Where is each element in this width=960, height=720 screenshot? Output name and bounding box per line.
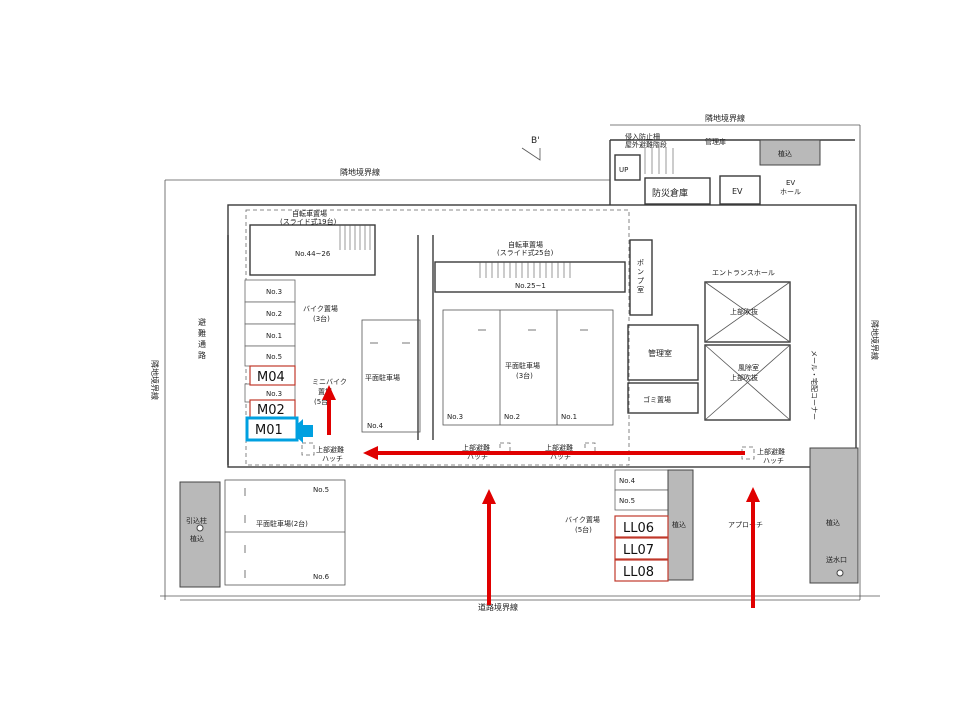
stair-hatch: [644, 148, 674, 174]
upper-void-label: 上部吹抜: [730, 307, 758, 316]
road-boundary: 道路境界線: [478, 602, 518, 612]
marker-ll07-label: LL07: [623, 543, 654, 558]
pump-room-label: ポンプ室: [637, 259, 644, 294]
parking-bottom-slot-6: No.6: [313, 573, 330, 581]
hatch-mid2-label: 上部避難ハッチ: [545, 443, 573, 461]
building-outline: [227, 139, 857, 468]
planting-top: [759, 139, 821, 166]
ev-label: EV: [732, 187, 743, 196]
flat-parking-bottom-label: 平面駐車場(2台): [256, 519, 308, 528]
hatch-right-label: 上部避難ハッチ: [757, 447, 785, 465]
garbage-label: ゴミ置場: [643, 395, 671, 404]
parking-slot-center-1: No.1: [561, 413, 577, 421]
neighbor-boundary-left: 隣地境界線: [150, 360, 160, 400]
flat-parking-center: 平面駐車場(3台) No.3 No.2 No.1: [442, 309, 614, 426]
flat-parking-center-label: 平面駐車場(3台): [505, 361, 540, 380]
entrance-hall-label: エントランスホール: [712, 269, 775, 277]
entrance-hall: エントランスホール 上部吹抜 風除室上部吹抜 メール・宅配コーナー: [704, 269, 819, 421]
water-inlet-icon: [836, 569, 844, 577]
mini-bike-slot-5: No.5: [266, 353, 282, 361]
arrowhead-up-center: [482, 489, 496, 504]
flat-parking-left-label: 平面駐車場: [365, 373, 400, 382]
marker-ll08-label: LL08: [623, 565, 654, 580]
bike-parking-left-label: バイク置場(3台): [303, 304, 338, 323]
stairs-label: 侵入防止柵屋外避難階段: [625, 132, 667, 149]
bike-parking-bottom-label: バイク置場(5台): [565, 515, 600, 534]
bicycle-parking-center: 自転車置場(スライド式25台) No.25~1: [434, 240, 626, 293]
management-room-label: 管理室: [648, 348, 672, 358]
marker-m02-label: M02: [257, 403, 285, 418]
bicycle-rack-hatch: [339, 225, 371, 250]
section-mark: B': [531, 136, 540, 146]
mini-bike-slot-3: No.3: [266, 390, 282, 398]
planting-bottom-label-2: 植込: [826, 518, 840, 527]
bicycle-center-range: No.25~1: [515, 282, 546, 290]
flat-parking-bottom: 平面駐車場(2台) No.5 No.6: [224, 479, 346, 586]
route-arrows: [322, 385, 760, 608]
service-rooms: ポンプ室 管理室 ゴミ置場: [627, 239, 699, 414]
arrowhead-left-main: [363, 446, 378, 460]
marker-ll06[interactable]: LL06: [614, 515, 669, 538]
planting-bottom-right: [809, 447, 859, 584]
bike-slot-1: No.1: [266, 332, 282, 340]
marker-m01[interactable]: M01: [245, 416, 299, 442]
flat-parking-left: 平面駐車場 No.4: [361, 319, 421, 433]
neighbor-boundary-right: 隣地境界線: [870, 320, 880, 360]
bicycle-rack-hatch-center: [479, 262, 571, 278]
parking-bottom-slot-5: No.5: [313, 486, 329, 494]
parking-slot-center-3: No.3: [447, 413, 463, 421]
windbreak-room-label: 風除室上部吹抜: [730, 363, 759, 382]
marker-ll08[interactable]: LL08: [614, 559, 669, 582]
neighbor-boundary-topright: 隣地境界線: [705, 113, 745, 123]
lead-pole-icon: [196, 524, 204, 532]
bike-slots-left: No.3 No.2 No.1 No.5 No.3: [244, 279, 296, 403]
parking-slot-center-2: No.2: [504, 413, 520, 421]
planting-left: [179, 481, 221, 588]
management-duct-label: 管理扉: [705, 137, 726, 146]
planting-top-label: 植込: [778, 149, 792, 158]
bicycle-center-label: 自転車置場(スライド式25台): [497, 240, 554, 257]
bicycle-left-label: 自転車置場(スライド式19台): [280, 209, 337, 226]
arrowhead-up-right: [746, 487, 760, 502]
bike-bottom-slot-5: No.5: [619, 497, 635, 505]
section-arrow-icon: [521, 147, 541, 161]
bike-slot-2: No.2: [266, 310, 282, 318]
marker-ll06-label: LL06: [623, 521, 654, 536]
lead-pole-label: 引込柱植込: [186, 516, 207, 543]
hatch-left-label: 上部避難ハッチ: [316, 445, 344, 463]
planting-bottom-mid: [667, 469, 694, 581]
evac-path-label: 避難通路: [198, 317, 206, 360]
bicycle-left-range: No.44~26: [295, 250, 331, 258]
approach-label: アプローチ: [728, 521, 763, 529]
hatch-mid1-label: 上部避難ハッチ: [462, 443, 490, 461]
up-label: UP: [619, 166, 628, 174]
marker-ll07[interactable]: LL07: [614, 537, 669, 560]
bicycle-parking-left: 自転車置場(スライド式19台) No.44~26: [249, 209, 376, 276]
bike-slot-3: No.3: [266, 288, 282, 296]
marker-m02[interactable]: M02: [249, 399, 296, 419]
bike-parking-bottom: No.4 No.5 バイク置場(5台) 植込 アプローチ: [565, 469, 763, 581]
site-boundary: [160, 124, 880, 601]
arrowhead-up-left: [322, 385, 336, 400]
mini-bike-label: ミニバイク置場(5台): [312, 378, 347, 406]
marker-m04[interactable]: M04: [249, 365, 296, 386]
parking-slot-4: No.4: [367, 422, 384, 430]
planting-bottom-label-1: 植込: [672, 520, 686, 529]
mail-corner-label: メール・宅配コーナー: [810, 350, 819, 420]
bike-bottom-slot-4: No.4: [619, 477, 636, 485]
neighbor-boundary-top: 隣地境界線: [340, 167, 380, 177]
disaster-storage-label: 防災倉庫: [652, 187, 688, 199]
marker-m04-label: M04: [257, 370, 285, 385]
marker-m01-label: M01: [255, 423, 283, 438]
water-inlet-label: 送水口: [826, 555, 847, 564]
